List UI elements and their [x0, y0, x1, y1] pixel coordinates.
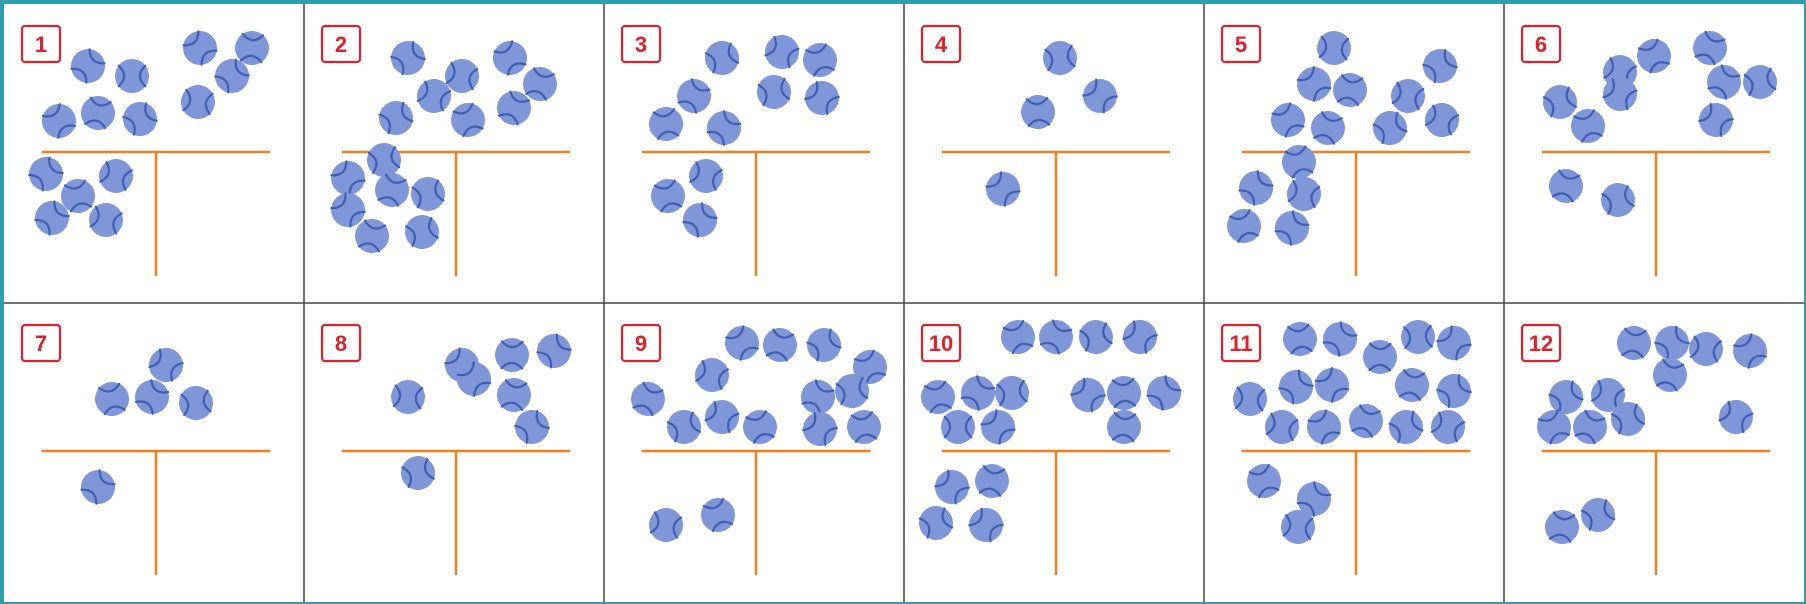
problem-number: 11 — [1229, 331, 1252, 356]
problem-label: 8 — [322, 325, 360, 361]
problem-label: 1 — [22, 26, 60, 62]
problem-label: 9 — [622, 325, 660, 361]
problem-label: 10 — [922, 325, 960, 361]
problem-label: 4 — [922, 26, 960, 62]
problem-number: 10 — [929, 331, 953, 356]
problem-number: 8 — [335, 331, 347, 356]
problem-number: 4 — [935, 32, 948, 57]
ball-icon — [941, 410, 975, 444]
ball-icon — [115, 59, 149, 93]
problem-label: 6 — [1522, 26, 1560, 62]
problem-number: 12 — [1529, 331, 1553, 356]
problem-label: 5 — [1222, 26, 1260, 62]
problem-number: 7 — [35, 331, 47, 356]
problem-label: 11 — [1222, 325, 1260, 361]
problem-label: 3 — [622, 26, 660, 62]
problem-number: 6 — [1535, 32, 1547, 57]
problem-label: 7 — [22, 325, 60, 361]
problem-number: 9 — [635, 331, 647, 356]
problem-number: 3 — [635, 32, 647, 57]
problem-number: 1 — [35, 32, 47, 57]
problem-label: 12 — [1522, 325, 1560, 361]
problem-number: 2 — [335, 32, 347, 57]
problem-number: 5 — [1235, 32, 1247, 57]
problem-label: 2 — [322, 26, 360, 62]
